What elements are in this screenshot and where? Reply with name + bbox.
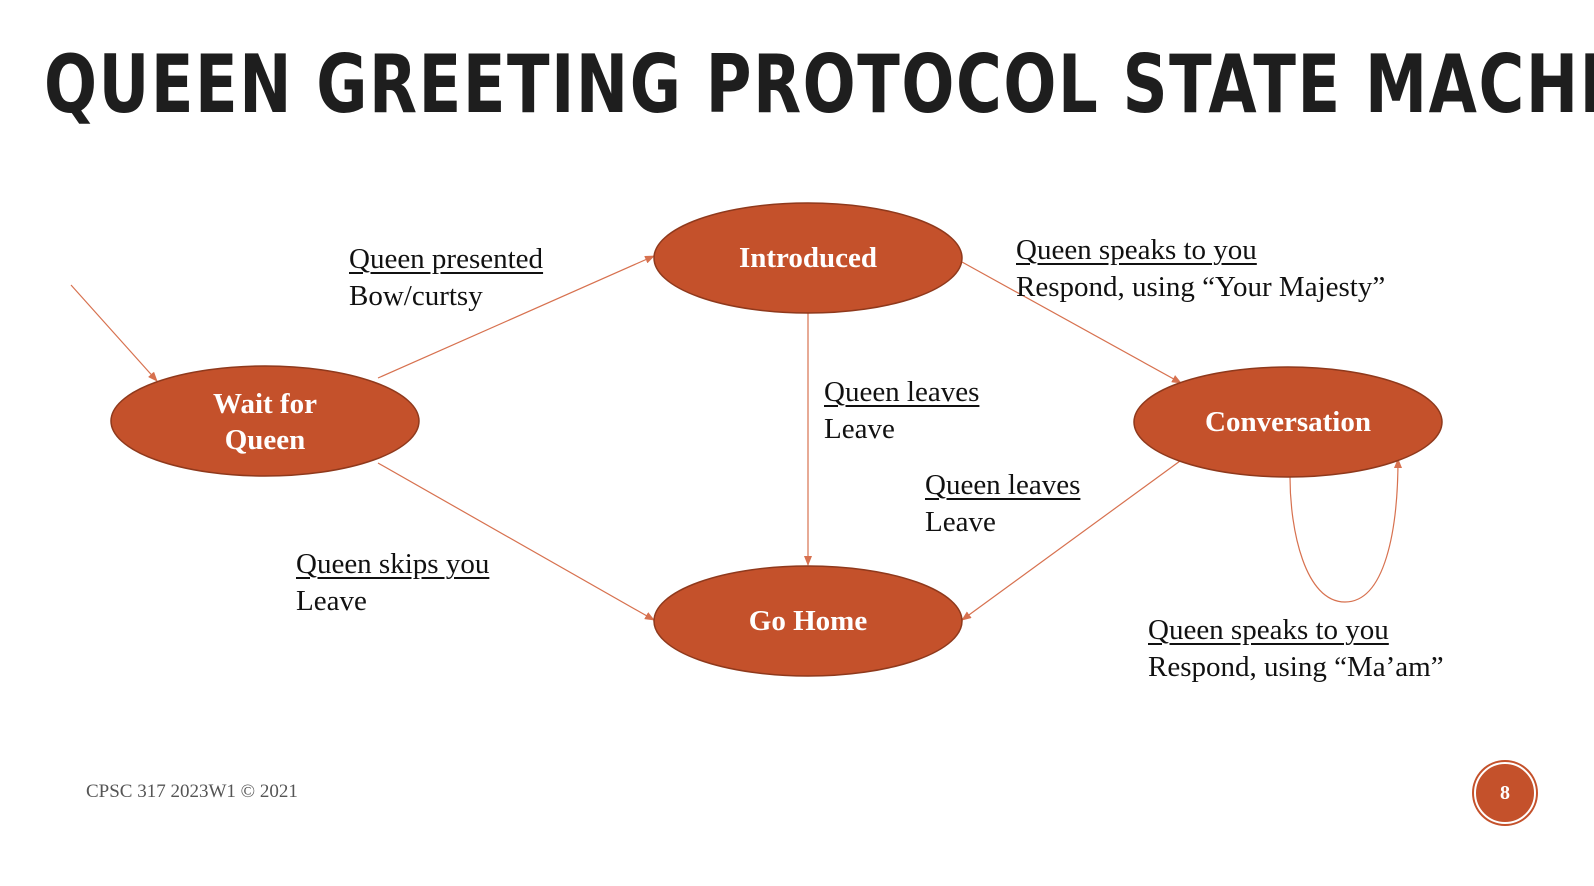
event-queen-skips-you: Queen skips you [296,548,490,580]
state-wait-label-line2: Queen [225,424,306,456]
action-leave-introduced: Leave [824,413,895,445]
action-leave-skipped: Leave [296,585,367,617]
state-introduced: Introduced [653,202,963,314]
conversation-self-loop-arrow [1289,458,1402,603]
event-queen-speaks-maam: Queen speaks to you [1148,614,1389,646]
event-queen-leaves-conversation: Queen leaves [925,469,1081,501]
slide-title: QUEEN GREETING PROTOCOL STATE MACHINE [44,38,1594,131]
label-conversation-to-gohome: Queen leaves Leave [925,467,1080,541]
introduced-to-conversation-arrow [961,261,1182,384]
state-gohome-label: Go Home [749,605,868,637]
state-wait-for-queen: Wait for Queen [110,365,420,477]
wait-to-gohome-arrow [377,462,655,621]
page-number-badge: 8 [1474,762,1536,824]
action-respond-majesty: Respond, using “Your Majesty” [1016,271,1386,303]
event-queen-presented: Queen presented [349,243,544,275]
label-wait-to-introduced: Queen presented Bow/curtsy [349,241,543,315]
event-queen-speaks-majesty: Queen speaks to you [1016,234,1257,266]
state-introduced-label: Introduced [739,242,877,274]
state-conversation-label: Conversation [1205,406,1371,438]
slide-footer: CPSC 317 2023W1 © 2021 [86,781,298,802]
label-introduced-to-gohome: Queen leaves Leave [824,374,979,448]
event-queen-leaves-introduced: Queen leaves [824,376,980,408]
initial-transition-arrow [70,284,158,382]
action-leave-conversation: Leave [925,506,996,538]
state-wait-label-line1: Wait for [213,388,317,420]
state-conversation: Conversation [1133,366,1443,478]
label-introduced-to-conversation: Queen speaks to you Respond, using “Your… [1016,232,1385,306]
label-wait-to-gohome: Queen skips you Leave [296,546,489,620]
label-conversation-self-loop: Queen speaks to you Respond, using “Ma’a… [1148,612,1444,686]
wait-to-introduced-arrow [377,255,655,379]
action-bow-curtsy: Bow/curtsy [349,280,483,312]
conversation-to-gohome-arrow [961,460,1181,621]
action-respond-maam: Respond, using “Ma’am” [1148,651,1444,683]
state-go-home: Go Home [653,565,963,677]
